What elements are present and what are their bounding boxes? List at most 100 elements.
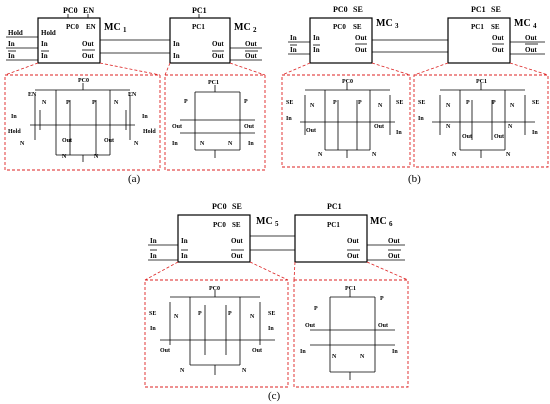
circuit-c2-box xyxy=(293,279,409,388)
block-mc1: PC0 EN PC0 EN Hold Hold In In In In Out … xyxy=(6,6,127,64)
mc1-label-sub: 1 xyxy=(123,26,127,34)
mc6-label: MC xyxy=(370,216,387,227)
svg-text:In: In xyxy=(248,141,254,147)
svg-text:In: In xyxy=(142,114,148,120)
mc1-pc0-in: PC0 xyxy=(66,23,79,31)
mc1-inbar-2: In xyxy=(41,52,48,60)
mc1-in-2: In xyxy=(41,40,48,48)
svg-text:N: N xyxy=(114,100,119,106)
svg-text:Out: Out xyxy=(462,134,472,140)
mc4-se-top: SE xyxy=(491,5,501,14)
svg-text:N: N xyxy=(200,141,205,147)
mc5-se-in: SE xyxy=(232,221,241,229)
mc2-out: Out xyxy=(212,40,224,48)
svg-text:N: N xyxy=(360,354,365,360)
mc1-outbar: Out xyxy=(82,52,94,60)
mc1-en-top: EN xyxy=(83,6,94,15)
svg-text:PC0: PC0 xyxy=(78,78,89,84)
svg-text:N: N xyxy=(508,124,513,130)
svg-text:Out: Out xyxy=(104,138,114,144)
mc1-hold-in: Hold xyxy=(41,29,56,37)
svg-text:P: P xyxy=(228,311,232,317)
svg-text:Out: Out xyxy=(374,124,384,130)
svg-text:N: N xyxy=(228,141,233,147)
svg-text:Out: Out xyxy=(244,124,254,130)
svg-text:SE: SE xyxy=(149,311,156,317)
mc3-pc0-top: PC0 xyxy=(333,5,348,14)
mc3-pc0-in: PC0 xyxy=(333,23,346,31)
svg-text:PC0: PC0 xyxy=(209,286,220,292)
svg-text:N: N xyxy=(62,154,67,160)
mc3-inbar: In xyxy=(313,46,320,54)
mc4-out: Out xyxy=(492,34,504,42)
mc3-in: In xyxy=(313,34,320,42)
svg-text:N: N xyxy=(446,103,451,109)
svg-text:N: N xyxy=(242,368,247,374)
mc2-label-sub: 2 xyxy=(253,26,257,34)
svg-text:In: In xyxy=(286,116,292,122)
mc4-pc1-top: PC1 xyxy=(471,5,486,14)
mc6-pc1-in: PC1 xyxy=(327,221,340,229)
svg-text:SE: SE xyxy=(286,100,293,106)
mc4-se-in: SE xyxy=(491,23,500,31)
svg-text:In: In xyxy=(396,130,402,136)
circuit-b2-box xyxy=(413,74,549,168)
block-mc2: PC1 PC1 In In Out Out Out Out MC 2 xyxy=(169,6,262,64)
svg-text:In: In xyxy=(532,130,538,136)
svg-text:P: P xyxy=(466,100,470,106)
svg-text:N: N xyxy=(318,152,323,158)
svg-text:Hold: Hold xyxy=(143,129,156,135)
mc1-inbar-1: In xyxy=(8,52,15,60)
mc2-in: In xyxy=(173,40,180,48)
svg-text:In: In xyxy=(268,326,274,332)
circuit-a2-box xyxy=(164,74,266,171)
circuit-c1 xyxy=(160,290,275,375)
svg-text:P: P xyxy=(492,100,496,106)
svg-text:Out: Out xyxy=(306,128,316,134)
svg-text:P: P xyxy=(380,296,384,302)
mc1-en-in: EN xyxy=(86,23,96,31)
svg-text:P: P xyxy=(244,99,248,105)
svg-text:N: N xyxy=(20,141,25,147)
mc2-outbar: Out xyxy=(212,52,224,60)
mc6-out-ext: Out xyxy=(388,237,400,245)
mc5-pc0-top: PC0 xyxy=(212,202,227,211)
mc3-inbar-ext: In xyxy=(290,46,297,54)
mc1-out: Out xyxy=(82,40,94,48)
block-mc3: PC0 SE PC0 SE In In In In Out Out MC 3 xyxy=(288,5,399,64)
svg-text:In: In xyxy=(300,349,306,355)
circuit-a1-box xyxy=(4,74,161,171)
svg-text:PC1: PC1 xyxy=(208,80,219,86)
svg-text:PC1: PC1 xyxy=(476,79,487,85)
mc1-hold-out: Hold xyxy=(8,29,23,37)
svg-text:N: N xyxy=(174,314,179,320)
mc2-outbar-ext: Out xyxy=(245,52,257,60)
svg-text:N: N xyxy=(310,103,315,109)
panel-label-a: (a) xyxy=(128,173,141,185)
circuit-a1 xyxy=(30,83,135,162)
svg-text:Out: Out xyxy=(252,348,262,354)
panel-label-c: (c) xyxy=(268,390,281,402)
mc1-label: MC xyxy=(104,22,121,33)
svg-text:Out: Out xyxy=(378,323,388,329)
mc3-se-top: SE xyxy=(353,5,363,14)
svg-text:N: N xyxy=(134,141,139,147)
mc2-pc1-top: PC1 xyxy=(192,6,207,15)
mc5-se-top: SE xyxy=(232,202,242,211)
svg-text:SE: SE xyxy=(396,100,403,106)
mc4-label: MC xyxy=(514,18,531,29)
mc2-inbar: In xyxy=(173,52,180,60)
svg-text:P: P xyxy=(198,311,202,317)
svg-text:N: N xyxy=(94,154,99,160)
mc4-pc1-in: PC1 xyxy=(471,23,484,31)
svg-text:Out: Out xyxy=(494,134,504,140)
panel-label-b: (b) xyxy=(408,173,421,185)
svg-text:P: P xyxy=(92,100,96,106)
circuit-c1-box xyxy=(144,279,289,388)
svg-text:P: P xyxy=(314,306,318,312)
mc3-outbar: Out xyxy=(355,46,367,54)
